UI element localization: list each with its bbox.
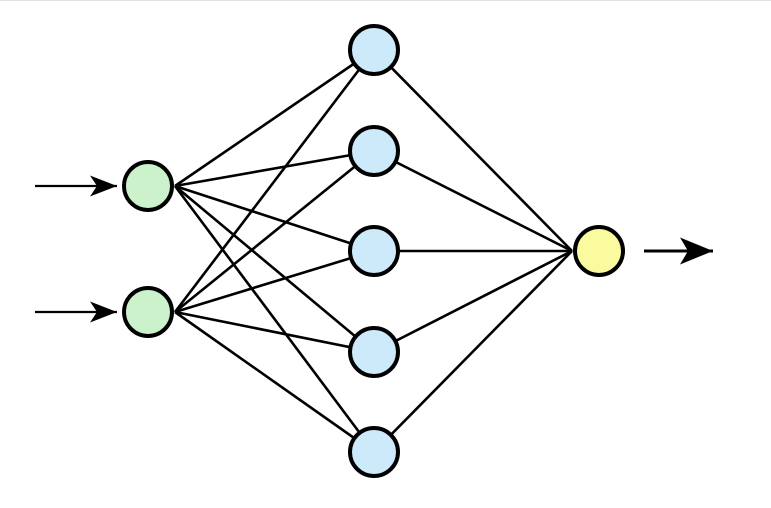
edge-input-1-hidden-5 xyxy=(173,185,376,453)
edge-input-1-hidden-1 xyxy=(174,48,375,188)
hidden-3-node xyxy=(348,225,400,277)
edge-input-2-hidden-3 xyxy=(174,249,375,314)
window-top-border xyxy=(0,0,771,1)
edge-hidden-4-output-1 xyxy=(373,249,573,354)
hidden-5-node xyxy=(348,426,400,478)
edge-hidden-2-output-1 xyxy=(373,149,573,253)
edge-input-1-hidden-2 xyxy=(174,149,375,188)
edge-input-2-hidden-1 xyxy=(173,49,376,313)
edge-input-2-hidden-2 xyxy=(174,149,375,314)
hidden-2-node xyxy=(348,125,400,177)
hidden-1-node xyxy=(348,24,400,76)
edge-input-1-hidden-3 xyxy=(174,184,375,253)
edge-input-2-hidden-4 xyxy=(174,310,375,354)
edge-input-1-hidden-4 xyxy=(174,185,375,353)
input-2-node xyxy=(122,286,174,338)
output-1-node xyxy=(573,225,625,277)
edge-input-2-hidden-5 xyxy=(174,310,375,454)
edge-hidden-5-output-1 xyxy=(373,250,573,453)
hidden-4-node xyxy=(348,326,400,378)
input-1-node xyxy=(122,160,174,212)
edge-hidden-1-output-1 xyxy=(373,49,573,252)
